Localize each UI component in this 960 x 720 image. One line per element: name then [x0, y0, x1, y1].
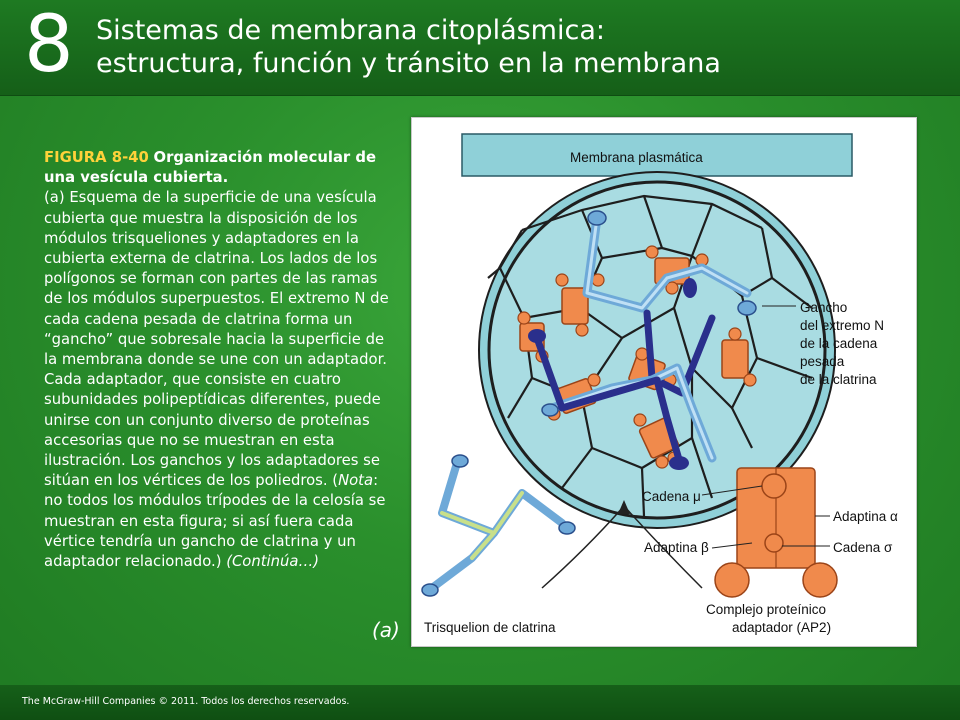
adaptina-beta-label: Adaptina β — [644, 540, 709, 555]
hook-label-1: Gancho — [800, 300, 847, 315]
membrane-label: Membrana plasmática — [570, 150, 703, 165]
cadena-sigma-label: Cadena σ — [833, 540, 893, 555]
vesicle-coat-outline — [487, 180, 827, 520]
figure-title: Organización molecular de una vesícula c… — [44, 149, 377, 187]
caption-body-2: : no todos los módulos trípodes de la ce… — [44, 472, 386, 571]
figure-caption: FIGURA 8-40 Organización molecular de un… — [44, 148, 400, 572]
cadena-mu-label: Cadena μ — [642, 489, 701, 504]
title-line-1: Sistemas de membrana citoplásmica: — [96, 15, 605, 46]
chapter-number: 8 — [24, 0, 74, 90]
coated-vesicle-illustration: Membrana plasmática Gancho del extremo N… — [421, 133, 898, 635]
hook-label-3: de la cadena — [800, 336, 878, 351]
complex-label-2: adaptador (AP2) — [732, 620, 831, 635]
coated-vesicle-figure: Membrana plasmática Gancho del extremo N… — [411, 117, 917, 647]
caption-body-1: (a) Esquema de la superficie de una vesí… — [44, 189, 389, 490]
arrow-head — [618, 500, 630, 514]
adaptor-appendages — [517, 245, 757, 469]
panel-letter: (a) — [372, 618, 400, 642]
hook-label-4: pesada — [800, 354, 845, 369]
ap2-complex — [714, 467, 838, 598]
isolated-triskelion — [421, 454, 576, 597]
title-line-2: estructura, función y tránsito en la mem… — [96, 48, 721, 79]
clathrin-triskelions — [533, 213, 752, 467]
caption-continua: (Continúa…) — [226, 553, 320, 571]
figure-label: FIGURA 8-40 — [44, 149, 149, 166]
slide-title: Sistemas de membrana citoplásmica: estru… — [96, 14, 946, 80]
hook-label-5: de la clatrina — [800, 372, 877, 387]
complex-label-1: Complejo proteínico — [706, 602, 826, 617]
clathrin-hooks — [528, 210, 757, 470]
slide-footer: The McGraw-Hill Companies © 2011. Todos … — [0, 685, 960, 720]
hook-label-2: del extremo N — [800, 318, 884, 333]
adaptina-alpha-label: Adaptina α — [833, 509, 898, 524]
leader-lines — [701, 305, 830, 549]
triskelion-label: Trisquelion de clatrina — [424, 620, 556, 635]
copyright-text: The McGraw-Hill Companies © 2011. Todos … — [22, 696, 350, 707]
caption-nota: Nota — [338, 472, 374, 490]
slide-header: 8 Sistemas de membrana citoplásmica: est… — [0, 0, 960, 96]
